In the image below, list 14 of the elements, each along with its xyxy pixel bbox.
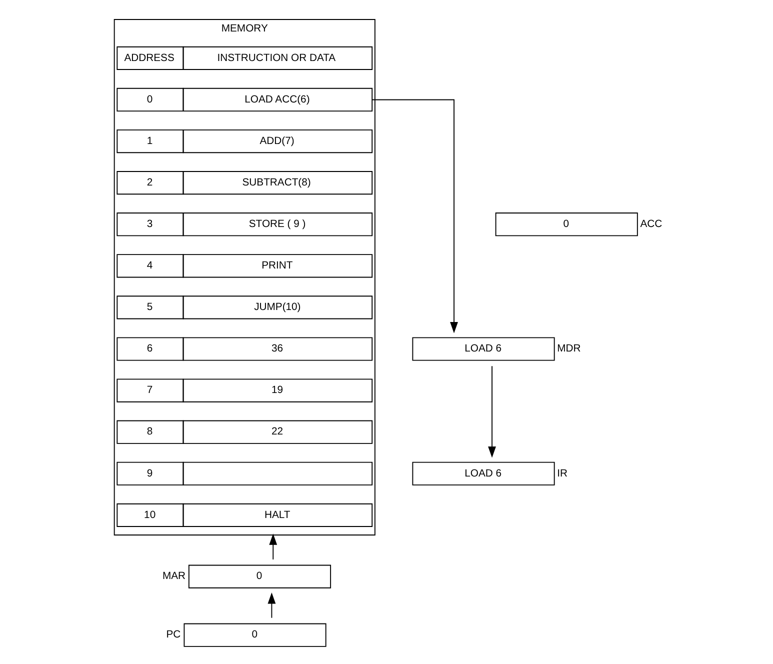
arrow	[268, 592, 276, 618]
node-box: 0	[495, 212, 638, 236]
node-box: LOAD 6	[412, 337, 555, 361]
arrow	[269, 534, 278, 560]
node-label: MAR	[162, 571, 186, 582]
node-box: LOAD 6	[412, 462, 555, 486]
node-label: ACC	[640, 219, 662, 230]
node-box: 0	[188, 564, 332, 588]
node-label: IR	[557, 468, 568, 480]
node-label: PC	[166, 630, 181, 641]
arrow	[488, 366, 496, 458]
node-box: 0	[184, 623, 326, 647]
node-label: MDR	[557, 344, 581, 355]
arrow	[372, 99, 458, 334]
